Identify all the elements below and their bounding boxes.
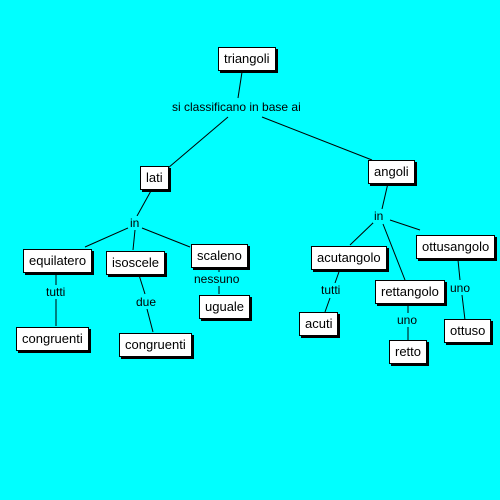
link-uno-2: uno xyxy=(449,281,472,295)
edge-acutangolo-tutti xyxy=(334,268,341,284)
node-congruenti-2[interactable]: congruenti xyxy=(119,333,192,357)
node-isoscele[interactable]: isoscele xyxy=(106,251,165,275)
node-angoli[interactable]: angoli xyxy=(368,160,415,184)
node-lati[interactable]: lati xyxy=(140,166,169,190)
edge-tutti-acuti xyxy=(324,297,331,313)
edge-ottusangolo-uno xyxy=(457,259,461,281)
link-classificano: si classificano in base ai xyxy=(171,100,302,114)
edge-in-isoscele xyxy=(132,229,136,251)
node-triangoli[interactable]: triangoli xyxy=(218,47,276,71)
edge-in-equilatero xyxy=(84,227,129,248)
edge-in-rettangolo xyxy=(382,223,406,281)
node-ottuso[interactable]: ottuso xyxy=(444,319,492,343)
edge-uno-ottuso xyxy=(461,294,466,321)
edge-due-congruenti xyxy=(146,308,154,333)
edge-link-angoli xyxy=(261,116,373,161)
node-acuti[interactable]: acuti xyxy=(299,312,339,336)
node-ottusangolo[interactable]: ottusangolo xyxy=(416,235,496,259)
edge-isoscele-due xyxy=(138,274,146,295)
link-in-lati: in xyxy=(129,216,141,230)
node-rettangolo[interactable]: rettangolo xyxy=(375,280,445,304)
edge-angoli-in xyxy=(381,182,389,210)
node-retto[interactable]: retto xyxy=(389,340,428,364)
link-uno-1: uno xyxy=(396,313,419,327)
node-acutangolo[interactable]: acutangolo xyxy=(311,246,387,270)
node-equilatero[interactable]: equilatero xyxy=(23,249,93,273)
node-uguale[interactable]: uguale xyxy=(199,295,251,319)
edge-in-ottusangolo xyxy=(389,219,421,231)
link-tutti-2: tutti xyxy=(320,283,342,297)
link-due: due xyxy=(135,295,158,309)
edge-in-scaleno xyxy=(141,227,191,248)
edge-link-lati xyxy=(167,116,229,169)
edge-in-acutangolo xyxy=(349,221,375,246)
link-in-angoli: in xyxy=(373,209,385,223)
edge-triangoli-link xyxy=(237,71,243,99)
link-tutti-1: tutti xyxy=(45,285,67,299)
node-scaleno[interactable]: scaleno xyxy=(191,244,248,268)
node-congruenti-1[interactable]: congruenti xyxy=(16,327,89,351)
edge-lati-in xyxy=(136,188,153,217)
link-nessuno: nessuno xyxy=(193,272,241,286)
